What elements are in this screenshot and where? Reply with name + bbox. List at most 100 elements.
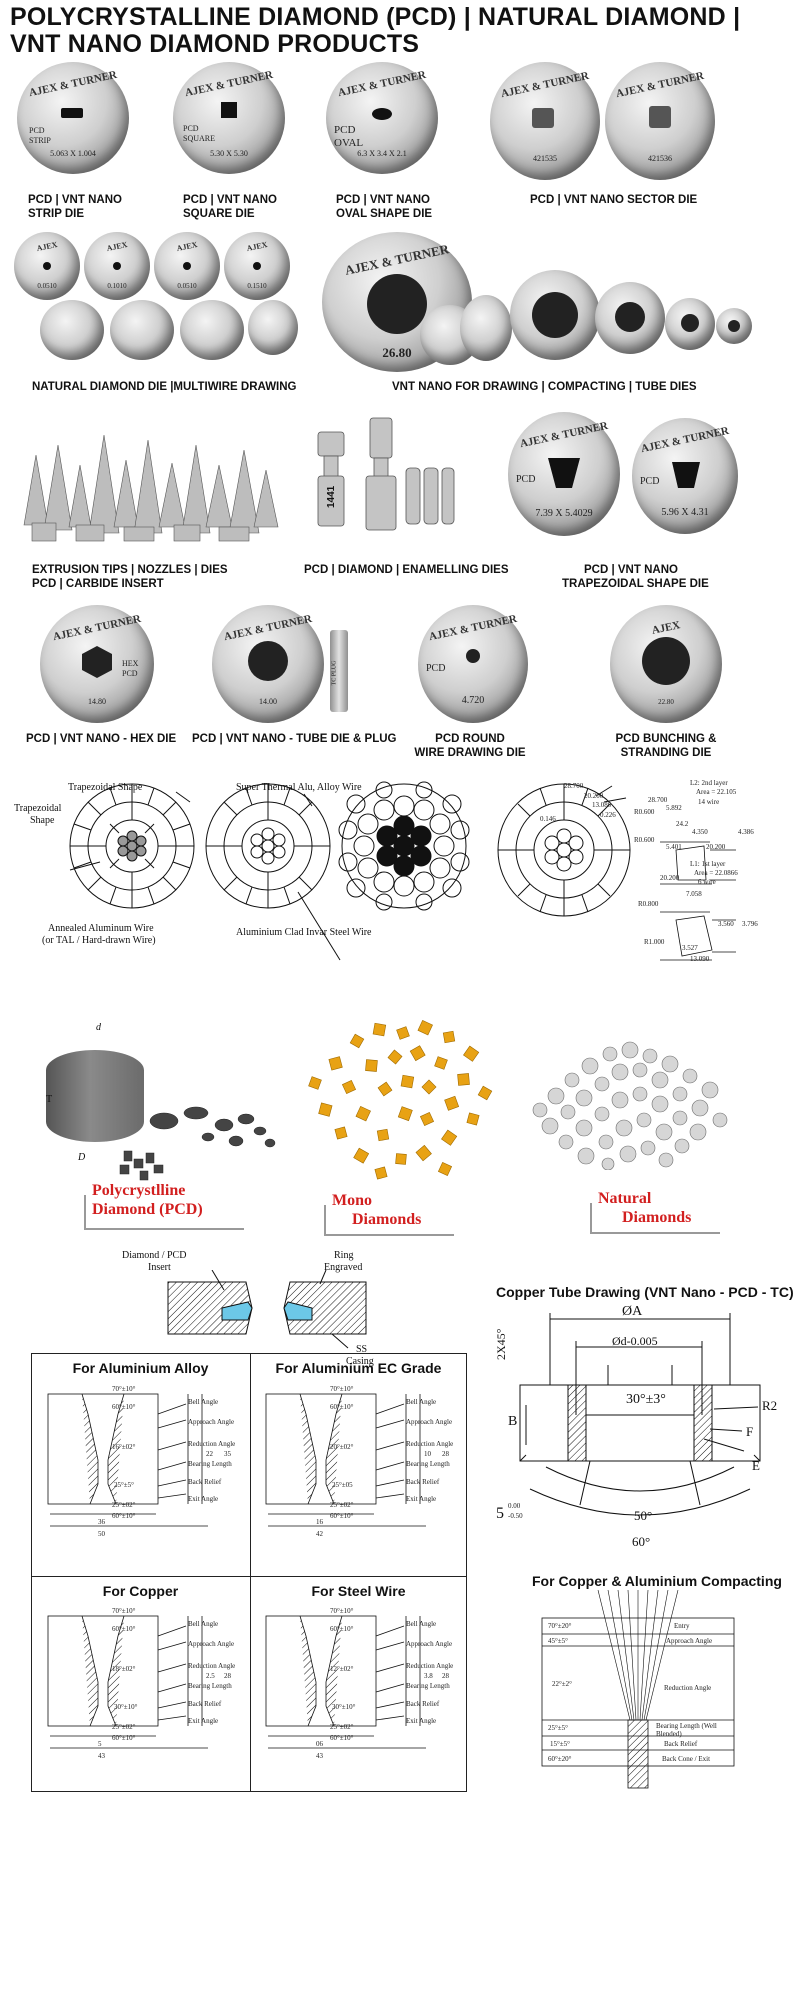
natural-die-6 <box>110 300 174 360</box>
label-annealed-2: (or TAL / Hard-drawn Wire) <box>42 935 156 946</box>
caption: PCD | CARBIDE INSERT <box>32 578 164 590</box>
die-size: 5.063 X 1.004 <box>50 149 96 159</box>
die-size: 0.0510 <box>177 282 197 291</box>
profile-title: For Copper <box>102 1583 179 1599</box>
angle-label: 60°±10° <box>330 1512 354 1520</box>
natural-die-7 <box>180 300 244 360</box>
caption: STRANDING DIE <box>620 747 712 759</box>
die-label: HEX <box>122 659 139 668</box>
caption: PCD | VNT NANO <box>336 194 430 206</box>
strip-die-image: AJEX & TURNER PCD STRIP 5.063 X 1.004 <box>17 62 129 174</box>
brand-text: AJEX & TURNER <box>639 425 731 456</box>
part-label: Exit Angle <box>188 1717 219 1725</box>
extrusion-tips-image <box>23 434 279 542</box>
square-die-image: AJEX & TURNER PCD SQUARE 5.30 X 5.30 <box>173 62 285 174</box>
ct-e: E <box>752 1458 760 1473</box>
dim: 0.226 <box>600 811 616 819</box>
die-label: PCD <box>183 124 199 133</box>
ct-five: 5 <box>496 1505 504 1522</box>
die-label: OVAL <box>334 137 364 149</box>
part-label: Exit Angle <box>406 1495 437 1503</box>
compact-label: Bearing Length (Well Blended) <box>656 1722 717 1738</box>
compact-label: Back Relief <box>664 1740 698 1748</box>
die-hole <box>43 262 51 270</box>
dim-label: 3.8 <box>424 1672 433 1680</box>
ct-tol-bot: -0.50 <box>508 1512 523 1520</box>
label-shape: Shape <box>30 815 55 826</box>
part-label: Reduction Angle <box>406 1662 454 1670</box>
label-clad: Aluminium Clad Invar Steel Wire <box>236 927 372 938</box>
angle-label: 30°±10° <box>114 1703 138 1711</box>
segmented-conductor <box>497 783 631 917</box>
trap-hole <box>548 458 580 488</box>
brand-text: AJEX <box>245 239 269 253</box>
profile-title: For Steel Wire <box>311 1583 406 1599</box>
caption: NATURAL DIAMOND DIE |MULTIWIRE DRAWING <box>32 381 297 393</box>
die-size: 0.0510 <box>37 282 57 291</box>
die-hole <box>248 641 288 681</box>
caption: PCD | VNT NANO SECTOR DIE <box>530 194 698 206</box>
pcd-pieces-image <box>119 1106 276 1181</box>
l2-val: 28.700 <box>648 796 668 804</box>
page-title: POLYCRYSTALLINE DIAMOND (PCD) | NATURAL … <box>10 3 741 58</box>
l2-val: R0.600 <box>634 836 655 844</box>
insert-diagram <box>167 1270 367 1349</box>
caption: WIRE DRAWING DIE <box>414 747 526 759</box>
trap-die-image-2: AJEX & TURNER PCD 5.96 X 4.31 <box>632 418 738 534</box>
die-hole <box>642 637 690 685</box>
l2-val: R0.600 <box>634 808 655 816</box>
ct-f: F <box>746 1424 754 1439</box>
sector-hole <box>649 106 671 128</box>
caption: PCD | DIAMOND | ENAMELLING DIES <box>304 564 509 576</box>
ct-angle: 30°±3° <box>626 1392 666 1407</box>
die-size: 14.00 <box>259 697 277 707</box>
die-size: 6.3 X 3.4 X 2.1 <box>357 149 407 159</box>
natural-die-5 <box>40 300 104 360</box>
caption: VNT NANO FOR DRAWING | COMPACTING | TUBE… <box>392 381 697 393</box>
die-hole <box>113 262 121 270</box>
brand-text: AJEX & TURNER <box>427 612 519 643</box>
l1-val: 3.527 <box>682 944 698 952</box>
die-hole <box>183 262 191 270</box>
natural-die-2: AJEX 0.1010 <box>84 232 150 300</box>
vnt-die-7 <box>716 308 752 344</box>
part-label: Back Relief <box>188 1478 222 1486</box>
vnt-die-3 <box>460 295 512 361</box>
angle-label: 60°±10° <box>112 1734 136 1742</box>
die-label: SQUARE <box>183 134 216 143</box>
angle-label: 25°±05 <box>332 1481 353 1489</box>
dim-label: 43 <box>316 1752 323 1760</box>
layer2-profile <box>660 841 736 885</box>
ct-tol-top: 0.00 <box>508 1502 521 1510</box>
ct-a: ØA <box>622 1304 643 1319</box>
hex-hole <box>82 646 112 678</box>
part-label: Bearing Length <box>406 1460 450 1468</box>
pcd-title-1: Polycrystlline <box>92 1182 186 1199</box>
brand-text: AJEX & TURNER <box>183 68 275 99</box>
insert-label-ring: Ring <box>334 1250 354 1261</box>
ct-chamfer: 2X45° <box>494 1328 508 1360</box>
trap-die-image-1: AJEX & TURNER PCD 7.39 X 5.4029 <box>508 412 620 536</box>
caption: PCD | VNT NANO <box>183 194 277 206</box>
dim-label: 35 <box>224 1450 231 1458</box>
natural-diamonds-image <box>532 1041 728 1170</box>
ct-b: B <box>508 1414 518 1429</box>
angle-label: 12°±02° <box>330 1665 354 1673</box>
die-size: 14.80 <box>88 697 106 707</box>
dim-label: 5 <box>98 1740 102 1748</box>
part-label: Bell Angle <box>406 1620 437 1628</box>
part-label: Back Relief <box>406 1700 440 1708</box>
caption: OVAL SHAPE DIE <box>336 208 433 220</box>
die-code: 421536 <box>648 154 672 164</box>
die-label: PCD <box>29 126 45 135</box>
grid-divider-vertical <box>250 1353 251 1791</box>
mono-title-rule-bottom <box>324 1234 454 1236</box>
die-label: PCD <box>334 124 356 136</box>
profile-drawing-aluminium-ec <box>265 1393 426 1527</box>
die-hole <box>253 262 261 270</box>
insert-label-ss: SS <box>356 1344 368 1355</box>
vnt-die-5 <box>595 282 665 354</box>
natural-title-2: Diamonds <box>622 1209 692 1226</box>
part-label: Exit Angle <box>406 1717 437 1725</box>
pcd-title-rule-bottom <box>84 1228 244 1230</box>
